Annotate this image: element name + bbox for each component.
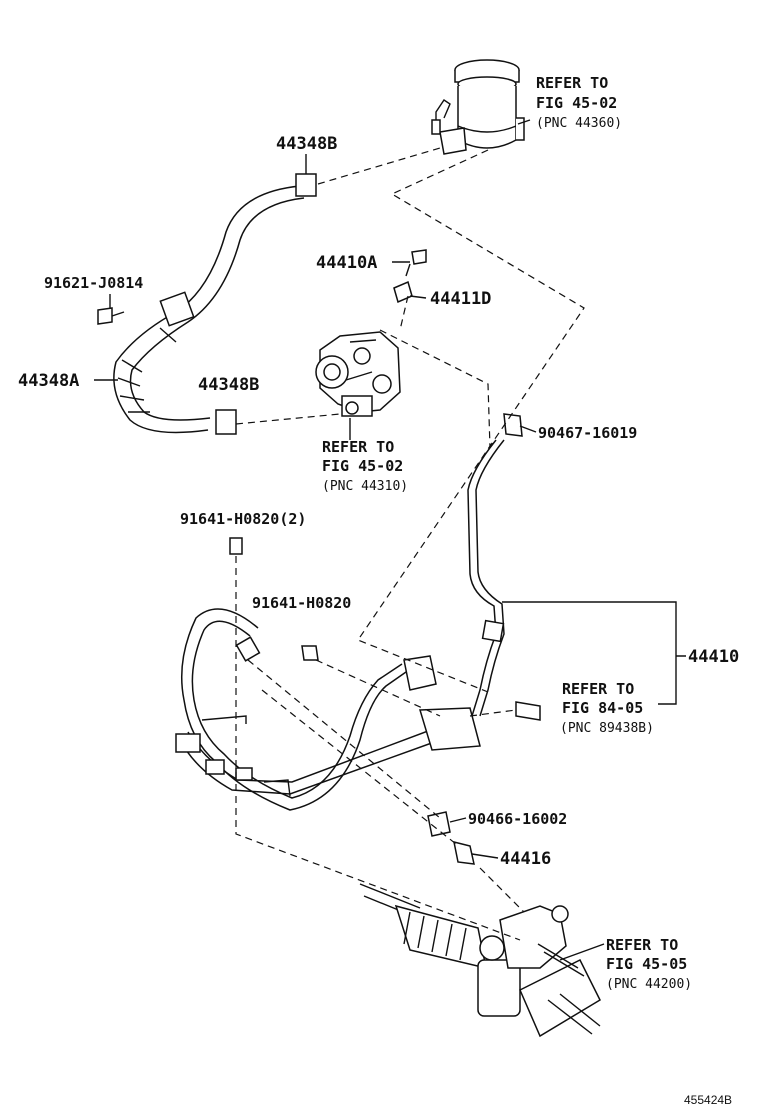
label-44348A: 44348A [18, 371, 79, 391]
solid-leader-lines [94, 119, 686, 961]
refer-reservoir-line1: REFER TO [536, 74, 608, 92]
label-90467-16019: 90467-16019 [538, 424, 637, 442]
label-44410: 44410 [688, 647, 739, 667]
refer-pump-line1: REFER TO [322, 438, 394, 456]
refer-gear-line1: REFER TO [606, 936, 678, 954]
pump-illustration [315, 331, 401, 417]
reservoir-illustration [431, 59, 525, 155]
label-91621-J0814: 91621-J0814 [44, 274, 143, 292]
label-44411D: 44411D [430, 289, 491, 309]
label-44348B-top: 44348B [276, 134, 337, 154]
refer-sensor-line2: FIG 84-05 [562, 699, 643, 717]
refer-sensor-line1: REFER TO [562, 680, 634, 698]
refer-pump-line3: (PNC 44310) [322, 479, 408, 494]
diagram-id: 455424B [684, 1093, 732, 1107]
refer-pump-line2: FIG 45-02 [322, 457, 403, 475]
refer-reservoir-line3: (PNC 44360) [536, 116, 622, 131]
refer-gear-line2: FIG 45-05 [606, 955, 687, 973]
bolt-44416 [453, 840, 475, 865]
sensor-89438B [515, 701, 541, 721]
gasket-90466 [427, 811, 451, 837]
bolt-91621 [97, 307, 113, 325]
refer-sensor-line3: (PNC 89438B) [560, 721, 654, 736]
label-91641-H0820: 91641-H0820 [252, 594, 351, 612]
label-44348B-low: 44348B [198, 375, 259, 395]
clamp-44348B-top [295, 173, 317, 197]
refer-reservoir-line2: FIG 45-02 [536, 94, 617, 112]
bolt-44410A [411, 249, 427, 265]
label-91641-H0820-2: 91641-H0820(2) [180, 510, 306, 528]
clamp-44348B-low [215, 409, 237, 435]
label-90466-16002: 90466-16002 [468, 810, 567, 828]
bolt-91641-2 [229, 537, 243, 555]
suction-hose-44348A [113, 185, 305, 434]
refer-gear-line3: (PNC 44200) [606, 977, 692, 992]
label-44410A: 44410A [316, 253, 377, 273]
label-44416: 44416 [500, 849, 551, 869]
dashed-leader-lines [235, 147, 585, 941]
tube-assembly-44410 [175, 439, 505, 811]
gasket-90467 [503, 413, 523, 437]
bolt-91641 [301, 645, 319, 661]
steering-gear-illustration [359, 883, 601, 1038]
fitting-44411D [393, 280, 413, 304]
